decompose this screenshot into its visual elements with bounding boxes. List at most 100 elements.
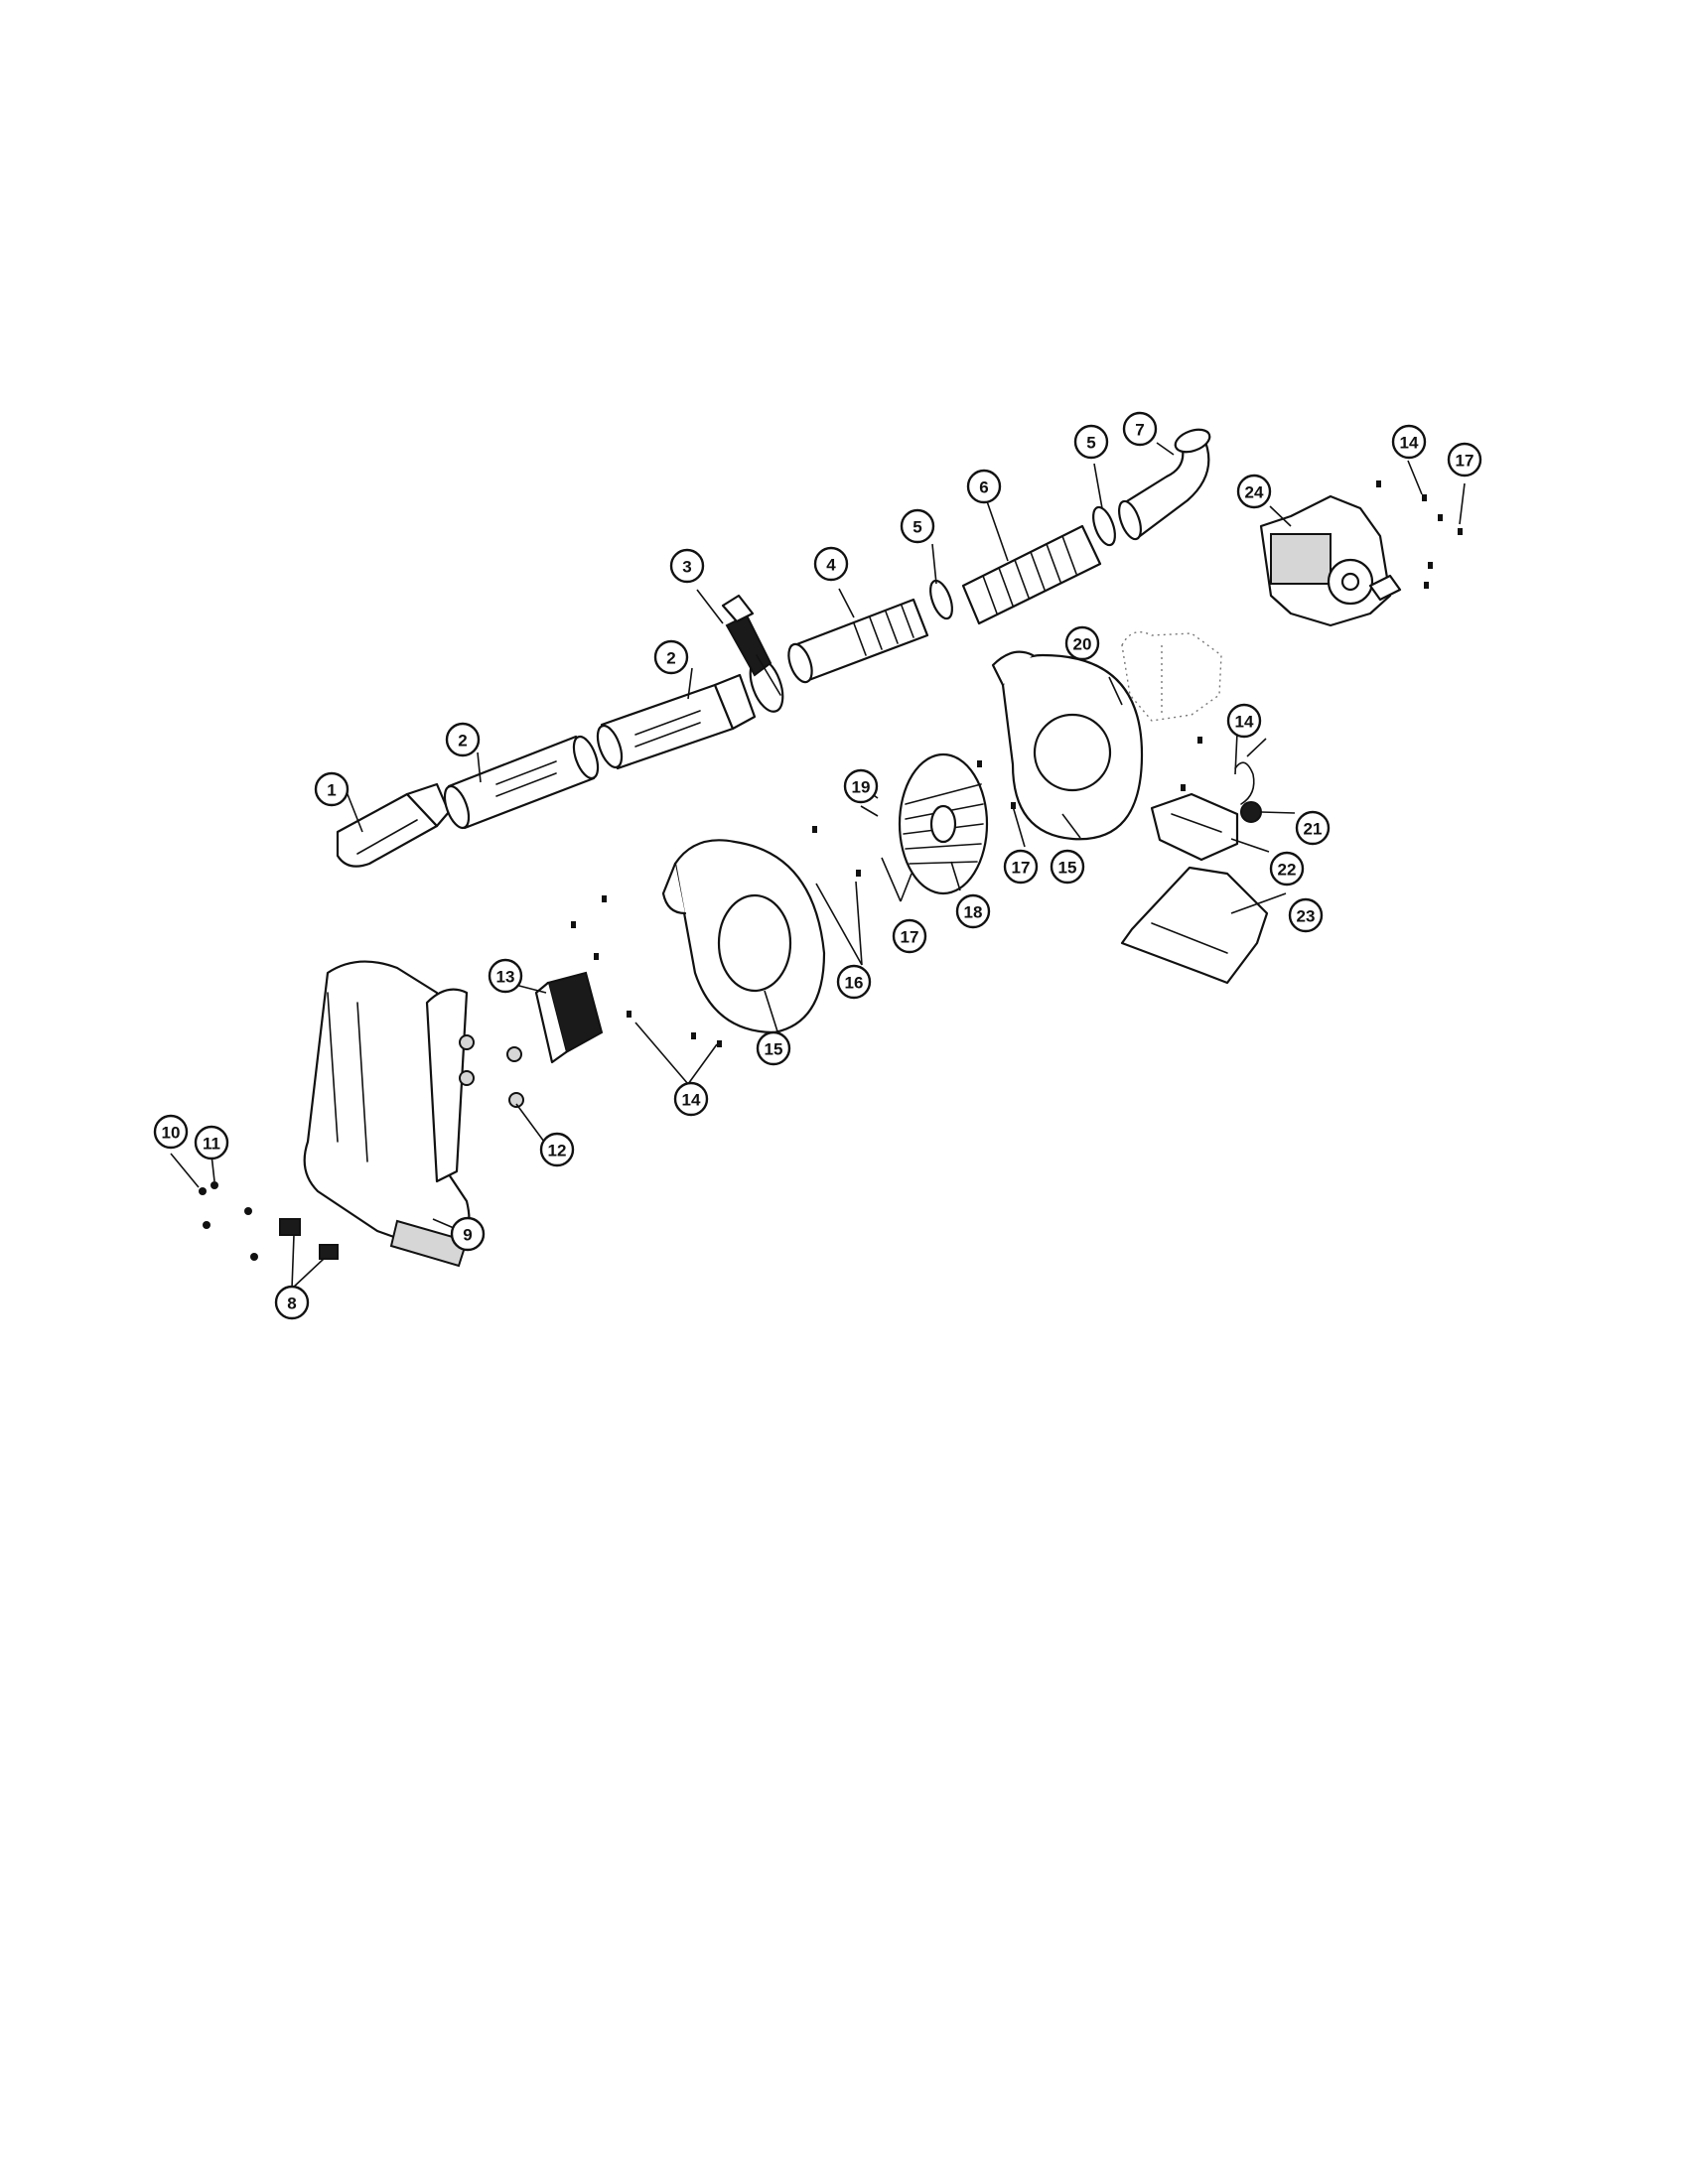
callout-number: 14 — [682, 1091, 701, 1110]
small-nuts — [199, 1181, 258, 1261]
callout-14: 14 — [1391, 424, 1427, 460]
wire-harness — [1234, 761, 1255, 805]
callout-number: 15 — [1058, 859, 1077, 878]
callout-circle — [955, 893, 991, 929]
callout-circle — [1295, 810, 1331, 846]
callout-21: 21 — [1295, 810, 1331, 846]
callout-number: 21 — [1304, 820, 1323, 839]
callout-number: 20 — [1073, 635, 1092, 654]
muffler-nut — [1240, 801, 1262, 823]
callout-circle — [274, 1285, 310, 1320]
fan-housing-rear — [991, 650, 1144, 841]
fan-housing-front — [661, 839, 826, 1034]
callout-17: 17 — [1003, 849, 1039, 885]
callout-number: 5 — [1086, 434, 1095, 453]
callout-19: 19 — [843, 768, 879, 804]
base-frame — [1120, 866, 1269, 985]
callout-number: 17 — [1456, 452, 1474, 471]
callout-circle — [1064, 625, 1100, 661]
callout-number: 13 — [496, 968, 515, 987]
callout-circle — [966, 469, 1002, 504]
callout-circle — [314, 771, 350, 807]
backpack-frame — [303, 960, 471, 1268]
callout-24: 24 — [1236, 474, 1272, 509]
clamp-ring-b — [1092, 505, 1116, 547]
callout-number: 24 — [1245, 483, 1264, 502]
leader-lines — [170, 442, 1466, 1290]
callout-circle — [756, 1030, 791, 1066]
callout-number: 2 — [666, 649, 675, 668]
callout-circle — [1226, 703, 1262, 739]
callout-number: 12 — [548, 1142, 567, 1160]
callout-18: 18 — [955, 893, 991, 929]
callout-circle — [1269, 851, 1305, 887]
callout-2: 2 — [653, 639, 689, 675]
callout-number: 11 — [203, 1135, 220, 1154]
callout-number: 17 — [1012, 859, 1031, 878]
screws — [571, 480, 1463, 1047]
callout-5: 5 — [1073, 424, 1109, 460]
callout-circle — [445, 722, 481, 757]
callout-17: 17 — [892, 918, 927, 954]
callout-number: 1 — [327, 781, 336, 800]
callout-circle — [488, 958, 523, 994]
elbow-tube — [1118, 428, 1211, 541]
nozzle-part — [336, 782, 451, 868]
callout-number: 4 — [826, 556, 836, 575]
callout-circle — [653, 639, 689, 675]
callout-circle — [539, 1132, 575, 1167]
callout-15: 15 — [1050, 849, 1085, 885]
callout-number: 7 — [1135, 421, 1144, 440]
flex-tube-corrugated — [961, 524, 1102, 625]
callout-number: 16 — [845, 974, 864, 993]
callout-5: 5 — [900, 508, 935, 544]
intake-screen — [534, 971, 604, 1064]
callout-circle — [669, 548, 705, 584]
impeller-fan — [898, 752, 989, 895]
callout-9: 9 — [450, 1216, 486, 1252]
callout-8: 8 — [274, 1285, 310, 1320]
callout-4: 4 — [813, 546, 849, 582]
callout-7: 7 — [1122, 411, 1158, 447]
callout-circle — [1003, 849, 1039, 885]
callout-number: 5 — [912, 518, 921, 537]
callout-12: 12 — [539, 1132, 575, 1167]
callout-circle — [1236, 474, 1272, 509]
buckle-pair — [279, 1218, 339, 1260]
callout-number: 2 — [458, 732, 467, 751]
engine-reference-outline — [1121, 631, 1222, 722]
callout-number: 6 — [979, 478, 988, 497]
handle-swivel — [721, 594, 784, 713]
callout-number: 14 — [1400, 434, 1419, 453]
callout-2: 2 — [445, 722, 481, 757]
callout-6: 6 — [966, 469, 1002, 504]
callout-circle — [1391, 424, 1427, 460]
blower-tube-lower — [443, 735, 600, 830]
mounting-grommets — [459, 1034, 524, 1108]
callout-1: 1 — [314, 771, 350, 807]
callout-15: 15 — [756, 1030, 791, 1066]
callout-10: 10 — [153, 1114, 189, 1150]
callout-number: 8 — [287, 1295, 296, 1313]
callout-circle — [1050, 849, 1085, 885]
callout-circle — [194, 1125, 229, 1160]
callout-circle — [813, 546, 849, 582]
callout-circle — [1447, 442, 1482, 478]
clamp-ring-a — [929, 579, 953, 620]
callout-17: 17 — [1447, 442, 1482, 478]
callout-number: 10 — [162, 1124, 181, 1143]
callout-14: 14 — [1226, 703, 1262, 739]
callout-circle — [900, 508, 935, 544]
callout-number: 9 — [463, 1226, 472, 1245]
callout-13: 13 — [488, 958, 523, 994]
callout-22: 22 — [1269, 851, 1305, 887]
callout-number: 14 — [1235, 713, 1254, 732]
callout-20: 20 — [1064, 625, 1100, 661]
callout-circle — [1288, 897, 1324, 933]
callout-number: 23 — [1297, 907, 1316, 926]
callout-number: 18 — [964, 903, 983, 922]
callout-23: 23 — [1288, 897, 1324, 933]
callout-circle — [843, 768, 879, 804]
